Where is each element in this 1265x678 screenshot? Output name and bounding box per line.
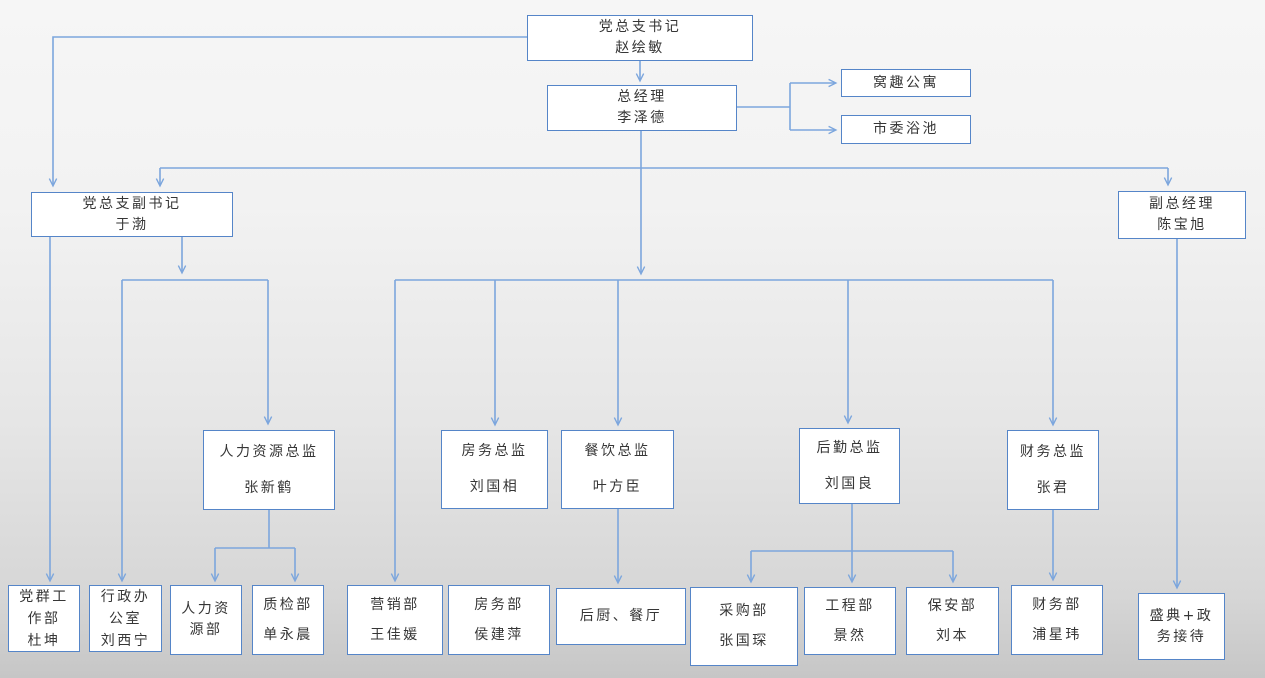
node-finance-director[interactable]: 财务总监 张君: [1007, 430, 1099, 510]
role-label: 人力资源总监: [219, 443, 319, 460]
role-label: 财务总监: [1020, 443, 1086, 460]
person-name: 张新鹤: [244, 479, 294, 496]
node-events-reception[interactable]: 盛典+政 务接待: [1138, 593, 1225, 660]
node-woqu-apartment[interactable]: 窝趣公寓: [841, 69, 971, 97]
node-shiwei-bath[interactable]: 市委浴池: [841, 115, 971, 144]
person-name: 单永晨: [263, 626, 313, 643]
node-deputy-general-manager[interactable]: 副总经理 陈宝旭: [1118, 191, 1246, 239]
unit-label: 源部: [189, 622, 223, 638]
node-hr-dept[interactable]: 人力资 源部: [170, 585, 242, 655]
node-general-manager[interactable]: 总经理 李泽德: [547, 85, 737, 131]
person-name: 侯建萍: [474, 626, 524, 643]
unit-label: 党群工: [19, 588, 69, 605]
node-logistics-director[interactable]: 后勤总监 刘国良: [799, 428, 900, 504]
unit-label: 财务部: [1032, 596, 1082, 613]
unit-label: 质检部: [263, 596, 313, 613]
node-housekeeping-dept[interactable]: 房务部 侯建萍: [448, 585, 550, 655]
node-purchasing-dept[interactable]: 采购部 张国琛: [690, 587, 798, 666]
unit-label: 盛典+政: [1149, 607, 1214, 624]
unit-label: 工程部: [825, 597, 875, 614]
role-label: 后勤总监: [816, 439, 883, 456]
person-name: 刘国相: [469, 479, 520, 495]
unit-label: 保安部: [927, 597, 978, 614]
node-engineering-dept[interactable]: 工程部 景然: [804, 587, 896, 655]
person-name: 陈宝旭: [1157, 217, 1207, 233]
role-label: 总经理: [617, 89, 667, 105]
unit-label: 采购部: [719, 603, 769, 619]
unit-label: 公室: [109, 610, 142, 627]
role-label: 党总支副书记: [82, 195, 182, 212]
person-name: 于渤: [115, 216, 149, 233]
person-name: 王佳媛: [370, 626, 420, 643]
person-name: 张君: [1036, 479, 1070, 496]
role-label: 餐饮总监: [584, 443, 651, 459]
node-secretary[interactable]: 党总支书记 赵绘敏: [527, 15, 753, 61]
person-name: 李泽德: [617, 110, 667, 126]
role-label: 房务总监: [461, 443, 528, 459]
node-qc-dept[interactable]: 质检部 单永晨: [252, 585, 324, 655]
person-name: 张国琛: [719, 633, 769, 649]
unit-label: 人力资: [181, 601, 231, 617]
unit-label: 作部: [27, 610, 61, 627]
person-name: 叶方臣: [592, 479, 643, 495]
role-label: 党总支书记: [598, 19, 682, 35]
node-fnb-director[interactable]: 餐饮总监 叶方臣: [561, 430, 674, 509]
unit-label: 务接待: [1156, 628, 1207, 645]
node-deputy-secretary[interactable]: 党总支副书记 于渤: [31, 192, 233, 237]
unit-label: 后厨、餐厅: [579, 608, 663, 624]
unit-label: 营销部: [370, 596, 420, 613]
role-label: 副总经理: [1149, 196, 1215, 212]
unit-label: 行政办: [100, 588, 151, 605]
node-hr-director[interactable]: 人力资源总监 张新鹤: [203, 430, 335, 510]
person-name: 杜坤: [27, 632, 61, 649]
person-name: 刘国良: [824, 475, 875, 492]
node-housekeeping-director[interactable]: 房务总监 刘国相: [441, 430, 548, 509]
node-security-dept[interactable]: 保安部 刘本: [906, 587, 999, 655]
person-name: 赵绘敏: [615, 40, 665, 56]
person-name: 刘本: [936, 627, 969, 644]
unit-label: 窝趣公寓: [873, 74, 939, 91]
person-name: 刘西宁: [100, 632, 151, 649]
node-marketing-dept[interactable]: 营销部 王佳媛: [347, 585, 443, 655]
unit-label: 房务部: [474, 596, 524, 613]
node-party-mass-dept[interactable]: 党群工 作部 杜坤: [8, 585, 80, 652]
node-finance-dept[interactable]: 财务部 浦星玮: [1011, 585, 1103, 655]
person-name: 景然: [833, 627, 867, 644]
node-admin-office[interactable]: 行政办 公室 刘西宁: [89, 585, 162, 652]
person-name: 浦星玮: [1032, 626, 1082, 643]
node-kitchen-dining[interactable]: 后厨、餐厅: [556, 588, 686, 645]
unit-label: 市委浴池: [873, 121, 939, 137]
